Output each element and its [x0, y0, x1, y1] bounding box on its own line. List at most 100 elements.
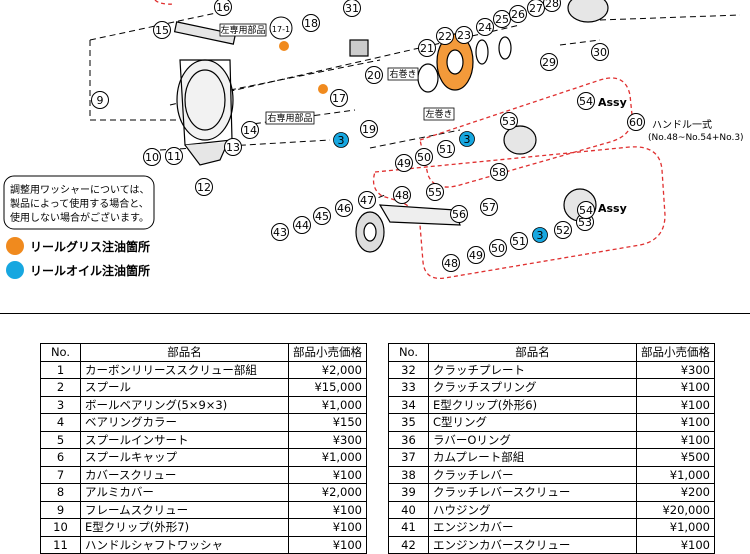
assy-bottom-label: Assy — [598, 202, 627, 215]
part-price-cell: ¥2,000 — [288, 360, 367, 379]
left-wind-tag: 左巻き — [425, 108, 452, 120]
callout-number: 9 — [97, 94, 104, 107]
part-callout: 30 — [591, 43, 609, 61]
adjust-washer-note: 調整用ワッシャーについては、 製品によって使用する場合と、 使用しない場合がござ… — [3, 175, 155, 230]
right-wind-tag: 右巻き — [389, 68, 416, 80]
part-callout: 48 — [442, 254, 460, 272]
part-callout: 19 — [360, 120, 378, 138]
gear-illustrations — [349, 0, 609, 253]
callout-number: 58 — [492, 166, 506, 179]
part-callout: 11 — [165, 147, 183, 165]
part-price-cell: ¥200 — [636, 483, 715, 502]
part-number-cell: 33 — [388, 378, 429, 397]
callout-number: 60 — [629, 116, 643, 129]
header-price: 部品小売価格 — [288, 343, 367, 362]
svg-text:3: 3 — [537, 229, 544, 242]
part-callout: 31 — [343, 0, 361, 17]
part-callout: 55 — [426, 183, 444, 201]
part-callout: 17-1 — [269, 16, 293, 40]
part-name-cell: ボールベアリング(5×9×3) — [80, 395, 289, 414]
part-number-cell: 40 — [388, 500, 429, 519]
part-number-cell: 6 — [40, 448, 81, 467]
part-name-cell: クラッチレバー — [428, 465, 637, 484]
callout-number: 19 — [362, 123, 376, 136]
part-number-cell: 2 — [40, 378, 81, 397]
assy-top-label: Assy — [598, 96, 627, 109]
part-callout: 50 — [489, 239, 507, 257]
callout-number: 17 — [332, 92, 346, 105]
part-name-cell: ハンドルシャフトワッシャ — [80, 535, 289, 554]
handle-set-title: ハンドル一式 — [652, 118, 712, 131]
part-callout: 43 — [271, 223, 289, 241]
part-callout: 47 — [358, 191, 376, 209]
part-callout: 45 — [313, 207, 331, 225]
callout-number: 30 — [593, 46, 607, 59]
table-header-row: No. 部品名 部品小売価格 — [40, 343, 367, 362]
part-price-cell: ¥1,000 — [288, 395, 367, 414]
part-callout: 54 — [577, 92, 595, 110]
callout-number: 56 — [452, 208, 466, 221]
part-name-cell: クラッチレバースクリュー — [428, 483, 637, 502]
part-name-cell: スプール — [80, 378, 289, 397]
part-number-cell: 39 — [388, 483, 429, 502]
part-name-cell: クラッチスプリング — [428, 378, 637, 397]
callout-number: 25 — [495, 13, 509, 26]
part-callout: 16 — [214, 0, 232, 16]
part-name-cell: フレームスクリュー — [80, 500, 289, 519]
part-callout: 27 — [527, 0, 545, 17]
part-price-cell: ¥300 — [288, 430, 367, 449]
part-callout: 51 — [437, 140, 455, 158]
part-number-cell: 11 — [40, 535, 81, 554]
callout-number: 21 — [420, 42, 434, 55]
callout-number: 14 — [243, 124, 257, 137]
part-number-cell: 7 — [40, 465, 81, 484]
part-callout: 23 — [455, 26, 473, 44]
part-price-cell: ¥100 — [288, 518, 367, 537]
handle-set-range: (No.48~No.54+No.3) — [648, 133, 744, 143]
part-callout: 17 — [330, 89, 348, 107]
callout-number: 12 — [197, 181, 211, 194]
callout-number: 50 — [491, 242, 505, 255]
callout-number: 11 — [167, 150, 181, 163]
part-name-cell: E型クリップ(外形7) — [80, 518, 289, 537]
part-price-cell: ¥1,000 — [636, 518, 715, 537]
part-name-cell: エンジンカバー — [428, 518, 637, 537]
callout-number: 24 — [478, 21, 492, 34]
part-callout: 56 — [450, 205, 468, 223]
callout-number: 26 — [511, 8, 525, 21]
part-callout: 20 — [365, 66, 383, 84]
callout-number: 28 — [545, 0, 559, 10]
callout-number: 57 — [482, 201, 496, 214]
part-name-cell: スプールキャップ — [80, 448, 289, 467]
part-price-cell: ¥1,000 — [636, 465, 715, 484]
svg-text:3: 3 — [338, 134, 345, 147]
diagram-tags: 左専用部品 右専用部品 右巻き 左巻き — [219, 23, 455, 125]
part-name-cell: アルミカバー — [80, 483, 289, 502]
part-callout: 18 — [302, 14, 320, 32]
callout-number: 20 — [367, 69, 381, 82]
assy-labels: Assy Assy — [598, 96, 627, 215]
part-callout: 9 — [91, 91, 109, 109]
part-price-cell: ¥100 — [636, 378, 715, 397]
part-price-cell: ¥100 — [636, 535, 715, 554]
part-callout: 13 — [224, 138, 242, 156]
part-name-cell: E型クリップ(外形6) — [428, 395, 637, 414]
callout-number: 13 — [226, 141, 240, 154]
part-number-cell: 36 — [388, 430, 429, 449]
part-price-cell: ¥100 — [288, 500, 367, 519]
callout-number: 51 — [439, 143, 453, 156]
